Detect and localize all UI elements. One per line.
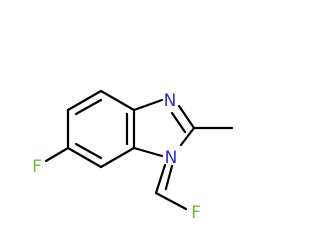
ring-fluorine-label: F	[32, 157, 42, 177]
bond-n3-c2-inner	[170, 111, 187, 134]
molecule-structure-diagram: N N F F	[32, 89, 234, 223]
ring-nitrogen-label: N	[164, 91, 177, 111]
fluoromethyl-fluorine-label: F	[191, 203, 201, 223]
bond-c3a-n3	[132, 98, 164, 112]
bond-c6-fluorine	[44, 146, 70, 163]
bond-c3a-c4	[99, 89, 136, 112]
bond-ch2-fluorine	[154, 191, 188, 211]
bond-c2-n1	[179, 126, 196, 147]
bond-c6-c7	[66, 146, 103, 169]
bond-n1-ch2	[164, 164, 174, 191]
bond-c7-c7a	[99, 146, 136, 169]
bond-c6-c7-inner	[74, 142, 103, 160]
bond-c4-c5	[66, 89, 103, 112]
substituted-nitrogen-label: N	[165, 148, 178, 168]
bond-n1-c7a	[132, 146, 164, 158]
bond-n3-c2-outer	[177, 104, 196, 130]
bond-c4-c5-inner	[74, 98, 103, 116]
bond-ch2-n1-link	[154, 163, 167, 195]
